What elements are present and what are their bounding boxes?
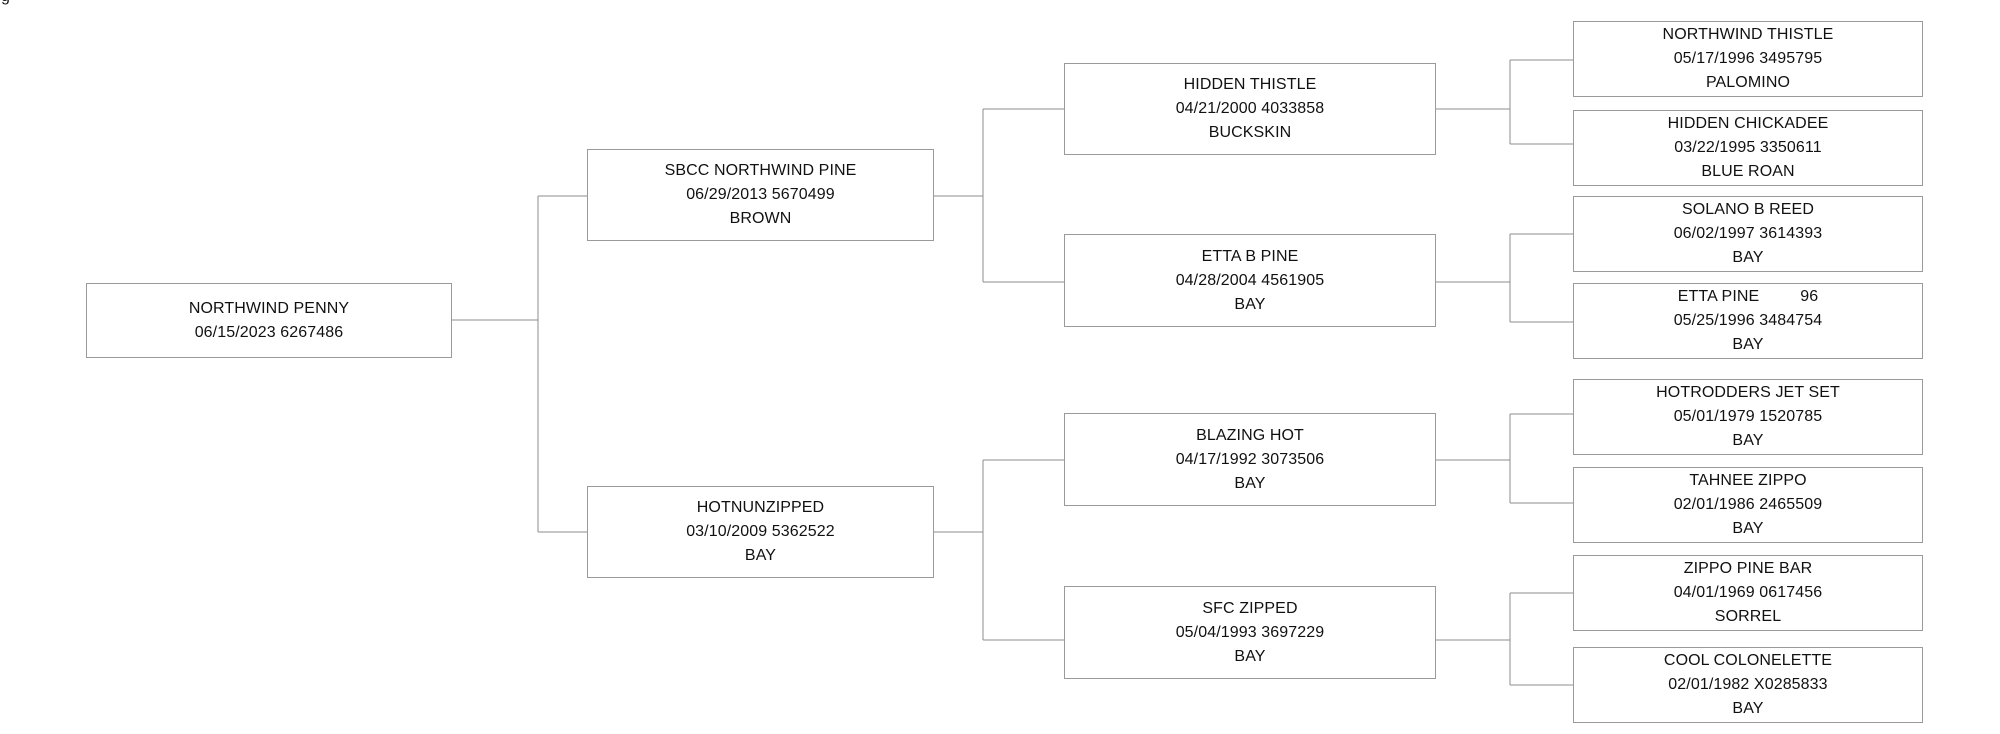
dam-dam-sire-color: SORREL bbox=[1714, 608, 1782, 625]
dam-sire-details: 04/17/1992 3073506 bbox=[1175, 450, 1325, 468]
dam-dam-dam-color: BAY bbox=[1732, 700, 1764, 717]
dam-dam-dam-details: 02/01/1982 X0285833 bbox=[1668, 676, 1828, 693]
sire-dam-box: ETTA B PINE 04/28/2004 4561905 BAY bbox=[1064, 234, 1436, 327]
dam-dam-name: SFC ZIPPED bbox=[1202, 599, 1298, 617]
sire-dam-sire-name: SOLANO B REED bbox=[1681, 201, 1814, 218]
sire-sire-sire-box: NORTHWIND THISTLE 05/17/1996 3495795 PAL… bbox=[1573, 21, 1923, 97]
sire-dam-dam-box: ETTA PINE 96 05/25/1996 3484754 BAY bbox=[1573, 283, 1923, 359]
dam-sire-name: BLAZING HOT bbox=[1196, 426, 1304, 444]
dam-color: BAY bbox=[744, 547, 777, 564]
sire-sire-sire-name: NORTHWIND THISTLE bbox=[1662, 26, 1834, 43]
dam-sire-dam-color: BAY bbox=[1732, 520, 1764, 537]
dam-sire-dam-details: 02/01/1986 2465509 bbox=[1673, 496, 1823, 513]
sire-sire-name: HIDDEN THISTLE bbox=[1183, 76, 1317, 93]
corner-text-fragment: g bbox=[0, 0, 14, 8]
sire-sire-sire-details: 05/17/1996 3495795 bbox=[1673, 50, 1823, 67]
sire-box: SBCC NORTHWIND PINE 06/29/2013 5670499 B… bbox=[587, 149, 934, 241]
dam-dam-sire-box: ZIPPO PINE BAR 04/01/1969 0617456 SORREL bbox=[1573, 555, 1923, 631]
dam-box: HOTNUNZIPPED 03/10/2009 5362522 BAY bbox=[587, 486, 934, 578]
dam-dam-dam-name: COOL COLONELETTE bbox=[1663, 652, 1833, 669]
dam-sire-dam-name: TAHNEE ZIPPO bbox=[1689, 472, 1807, 489]
sire-dam-color: BAY bbox=[1234, 295, 1266, 313]
sire-sire-dam-box: HIDDEN CHICKADEE 03/22/1995 3350611 BLUE… bbox=[1573, 110, 1923, 186]
dam-sire-sire-box: HOTRODDERS JET SET 05/01/1979 1520785 BA… bbox=[1573, 379, 1923, 455]
sire-sire-sire-color: PALOMINO bbox=[1705, 74, 1791, 91]
dam-dam-box: SFC ZIPPED 05/04/1993 3697229 BAY bbox=[1064, 586, 1436, 679]
dam-dam-sire-details: 04/01/1969 0617456 bbox=[1673, 584, 1823, 601]
dam-dam-sire-name: ZIPPO PINE BAR bbox=[1683, 560, 1813, 577]
sire-color: BROWN bbox=[729, 210, 792, 227]
sire-sire-dam-details: 03/22/1995 3350611 bbox=[1674, 139, 1822, 156]
sire-dam-dam-details: 05/25/1996 3484754 bbox=[1673, 312, 1823, 329]
subject-horse-box: NORTHWIND PENNY 06/15/2023 6267486 bbox=[86, 283, 452, 358]
sire-dam-dam-name: ETTA PINE 96 bbox=[1677, 288, 1819, 305]
sire-dam-sire-box: SOLANO B REED 06/02/1997 3614393 BAY bbox=[1573, 196, 1923, 272]
dam-sire-sire-details: 05/01/1979 1520785 bbox=[1673, 408, 1823, 425]
sire-sire-details: 04/21/2000 4033858 bbox=[1175, 100, 1325, 117]
dam-name: HOTNUNZIPPED bbox=[696, 499, 825, 516]
sire-details: 06/29/2013 5670499 bbox=[686, 186, 835, 203]
sire-sire-dam-name: HIDDEN CHICKADEE bbox=[1667, 115, 1829, 132]
dam-details: 03/10/2009 5362522 bbox=[686, 523, 835, 540]
sire-dam-dam-color: BAY bbox=[1732, 336, 1764, 353]
subject-horse-details: 06/15/2023 6267486 bbox=[194, 323, 344, 341]
dam-sire-dam-box: TAHNEE ZIPPO 02/01/1986 2465509 BAY bbox=[1573, 467, 1923, 543]
sire-dam-sire-details: 06/02/1997 3614393 bbox=[1673, 225, 1823, 242]
dam-sire-color: BAY bbox=[1234, 474, 1266, 492]
sire-dam-name: ETTA B PINE bbox=[1201, 247, 1299, 265]
sire-sire-dam-color: BLUE ROAN bbox=[1701, 163, 1795, 180]
dam-dam-details: 05/04/1993 3697229 bbox=[1175, 623, 1325, 641]
dam-sire-box: BLAZING HOT 04/17/1992 3073506 BAY bbox=[1064, 413, 1436, 506]
sire-sire-box: HIDDEN THISTLE 04/21/2000 4033858 BUCKSK… bbox=[1064, 63, 1436, 155]
dam-dam-color: BAY bbox=[1234, 647, 1266, 665]
sire-sire-color: BUCKSKIN bbox=[1208, 124, 1292, 141]
subject-horse-name: NORTHWIND PENNY bbox=[188, 299, 350, 317]
dam-sire-sire-color: BAY bbox=[1732, 432, 1764, 449]
sire-dam-sire-color: BAY bbox=[1732, 249, 1764, 266]
dam-sire-sire-name: HOTRODDERS JET SET bbox=[1656, 384, 1840, 401]
sire-name: SBCC NORTHWIND PINE bbox=[664, 162, 857, 179]
sire-dam-details: 04/28/2004 4561905 bbox=[1175, 271, 1325, 289]
dam-dam-dam-box: COOL COLONELETTE 02/01/1982 X0285833 BAY bbox=[1573, 647, 1923, 723]
